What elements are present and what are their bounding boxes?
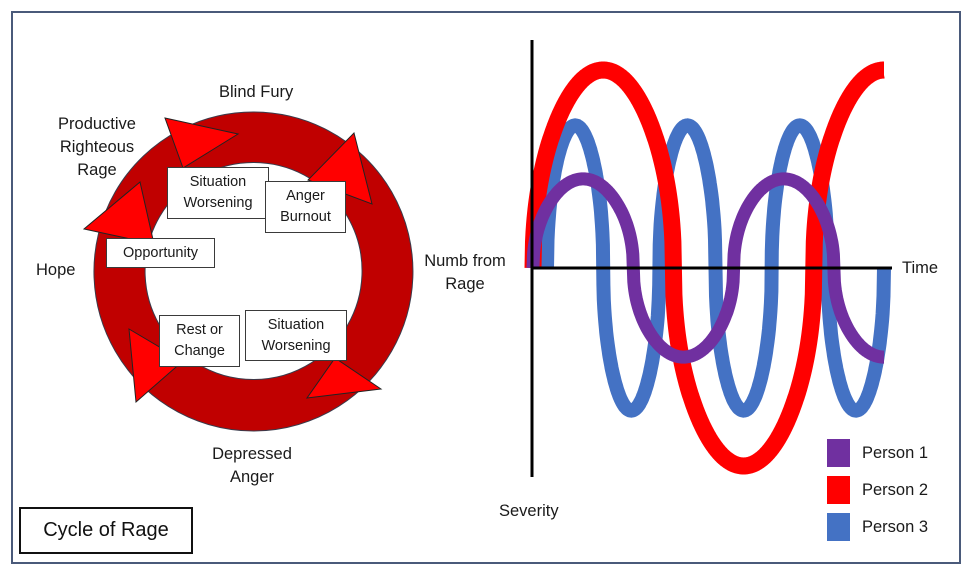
label-line: Numb from [424,252,506,270]
label-line: Anger [229,468,275,486]
box-line: Situation [189,174,247,190]
severity-chart [524,40,892,477]
legend-item-person-1: Person 1 [827,439,929,467]
label-line: Righteous [59,138,135,156]
box-opportunity: Opportunity [106,238,215,268]
box-line: Rest or [176,322,223,338]
label-numb-from-rage: Numb from Rage [415,250,515,296]
label-blind-fury: Blind Fury [219,83,294,101]
label-line: Depressed [212,445,292,463]
label-productive-righteous-rage: Productive Righteous Rage [42,113,152,182]
series-line-person-2 [524,61,885,475]
legend-swatch [827,513,850,541]
cycle-arrow-icon [128,328,184,404]
box-line: Worsening [183,195,253,211]
x-axis-label: Time [902,259,939,277]
label-line: Productive [58,115,136,133]
legend-label: Person 1 [862,443,929,462]
box-line: Opportunity [123,244,198,261]
box-line: Situation [267,316,325,333]
label-line: Rage [77,161,117,179]
box-line: Burnout [280,209,331,225]
legend-swatch [827,439,850,467]
cycle-arrow-icon [82,181,155,245]
label-line: Rage [445,275,485,293]
cycle-arrow-icon [305,357,383,399]
cycle-arrow-icon [164,117,240,169]
box-line: Worsening [261,337,331,354]
box-rest-or-change: Rest or Change [159,315,240,367]
figure-title: Cycle of Rage [19,507,193,554]
legend-swatch [827,476,850,504]
label-hope: Hope [36,261,76,279]
series-line-person-1 [526,172,884,364]
legend-item-person-2: Person 2 [827,476,929,504]
figure-frame [11,11,961,564]
legend-item-person-3: Person 3 [827,513,929,541]
label-depressed-anger: Depressed Anger [201,443,303,489]
legend-label: Person 3 [862,517,929,536]
box-line: Change [174,343,225,359]
box-line: Anger [286,188,325,204]
y-axis-label: Severity [499,502,559,520]
legend-label: Person 2 [862,480,929,499]
